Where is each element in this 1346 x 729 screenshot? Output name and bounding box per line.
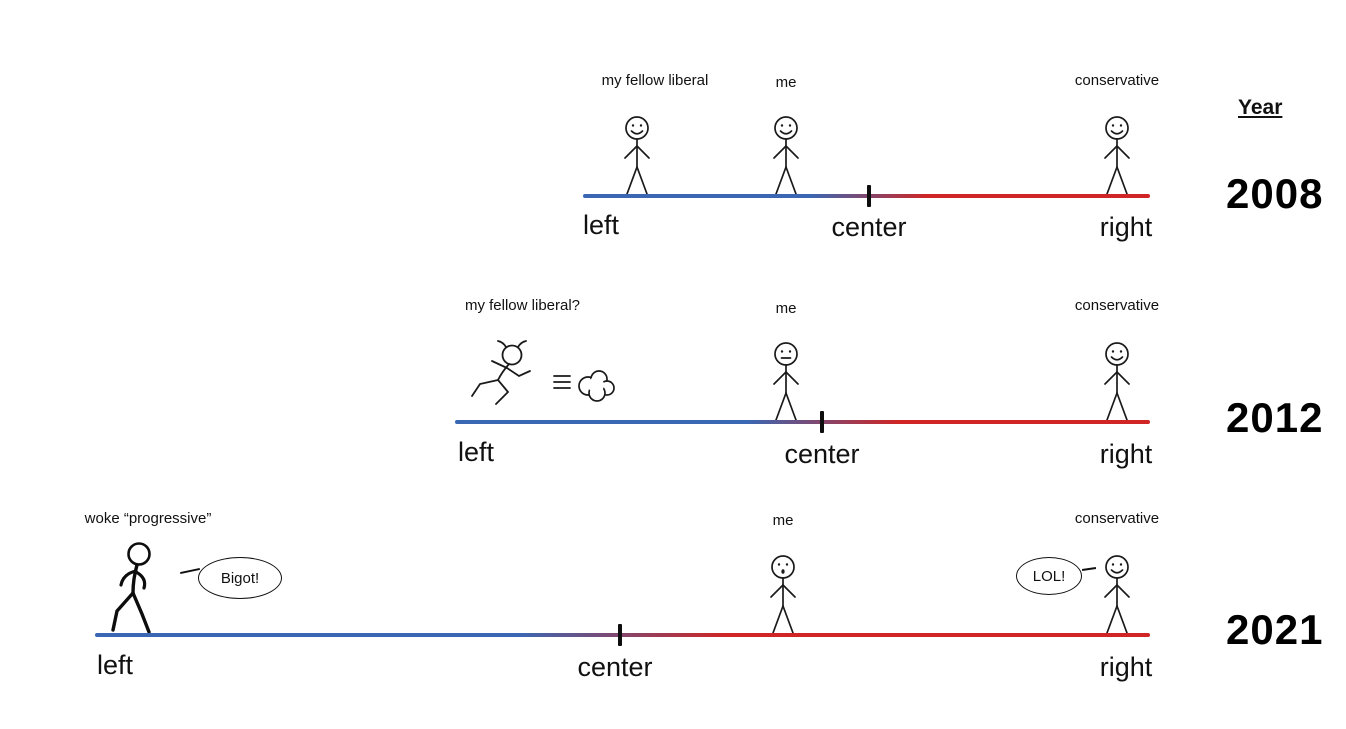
axis-center-2008: center [831,212,907,242]
stick-figure-conservative-laughing-icon [1104,555,1130,634]
bigot-speech-bubble: Bigot! [198,557,282,599]
label-fellow-liberal-2008: my fellow liberal [601,72,709,89]
year-2021: 2021 [1226,606,1324,653]
angry-figure-icon [111,542,151,634]
label-me-2021: me [772,512,794,529]
running-figure-icon [471,340,531,405]
label-me-2008: me [775,74,797,91]
stick-figure-liberal-smiling-icon [624,116,650,195]
axis-right-2008: right [1099,212,1153,242]
label-conservative-2012: conservative [1074,297,1160,314]
axis-left-2021: left [97,650,134,680]
year-2008: 2008 [1226,170,1324,217]
axis-right-2021: right [1099,652,1153,682]
label-fellow-liberal-2012: my fellow liberal? [464,297,581,314]
center-tick-2012 [820,411,824,433]
center-tick-2008 [867,185,871,207]
axis-left-2008: left [583,210,620,240]
label-woke-progressive-2021: woke “progressive” [84,510,212,527]
center-tick-2021 [618,624,622,646]
dust-cloud-icon [553,370,615,402]
spectrum-line-2008 [583,194,1150,198]
stick-figure-conservative-smiling-icon [1104,116,1130,195]
spectrum-line-2021 [95,633,1150,637]
label-conservative-2008: conservative [1074,72,1160,89]
label-conservative-2021: conservative [1074,510,1160,527]
stick-figure-me-neutral-icon [773,342,799,421]
stick-figure-me-surprised-icon [770,555,796,634]
year-column-header: Year [1238,96,1283,119]
axis-right-2012: right [1099,439,1153,469]
stick-figure-conservative-smiling-icon [1104,342,1130,421]
bigot-bubble-tail [180,567,200,574]
axis-center-2021: center [577,652,653,682]
spectrum-line-2012 [455,420,1150,424]
label-me-2012: me [775,300,797,317]
year-2012: 2012 [1226,394,1324,441]
lol-speech-bubble: LOL! [1016,557,1082,595]
stick-figure-me-smiling-icon [773,116,799,195]
axis-center-2012: center [784,439,860,469]
axis-left-2012: left [458,437,495,467]
